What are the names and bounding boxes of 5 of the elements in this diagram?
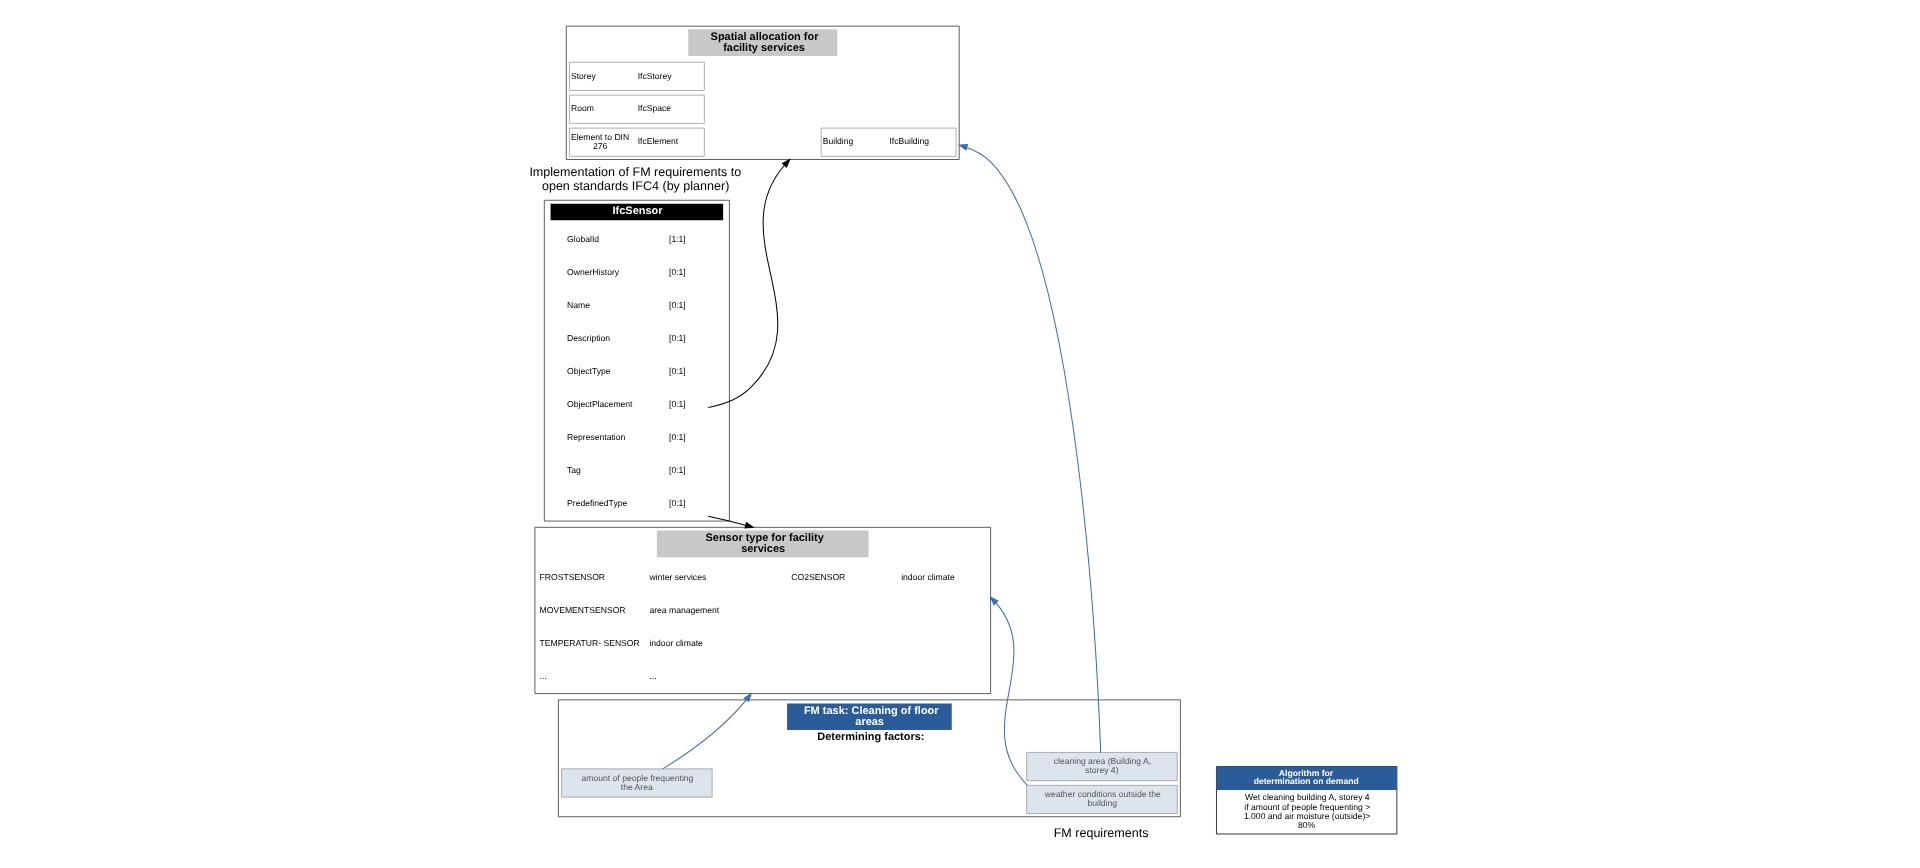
arrow bbox=[989, 596, 1028, 786]
arrow bbox=[662, 692, 753, 770]
arrow bbox=[707, 515, 755, 529]
arrow bbox=[957, 144, 1102, 753]
arrow bbox=[707, 158, 791, 408]
